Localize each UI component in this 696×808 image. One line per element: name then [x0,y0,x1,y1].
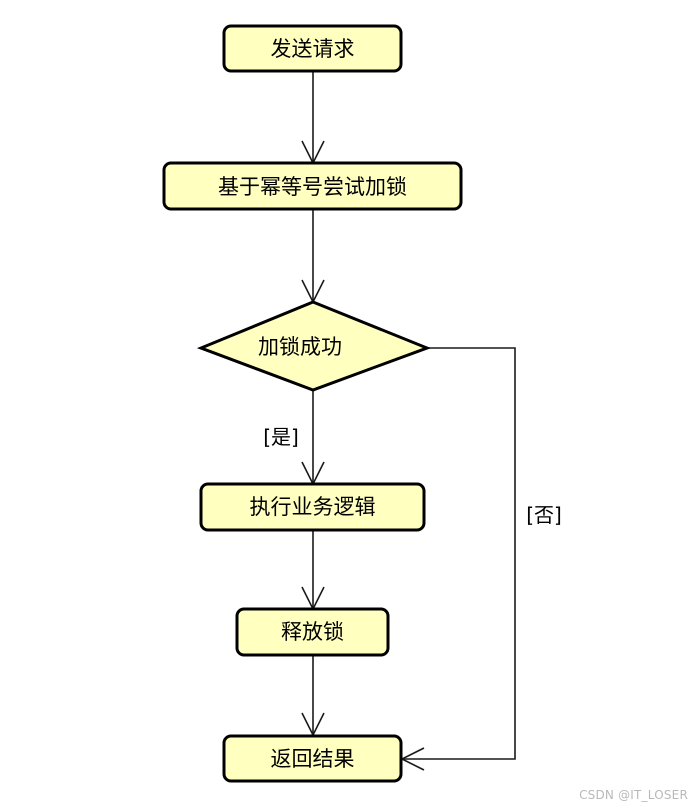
node-exec-business: 执行业务逻辑 [199,482,426,532]
node-release-lock-label: 释放锁 [281,620,344,644]
decision-lock-success-label: 加锁成功 [258,335,342,359]
watermark: CSDN @IT_LOSER [579,788,688,802]
node-exec-business-label: 执行业务逻辑 [250,495,376,519]
edge-label-no: [否] [526,503,562,527]
node-try-lock: 基于幂等号尝试加锁 [162,161,463,211]
edge-label-yes: [是] [263,425,299,449]
node-return-result: 返回结果 [222,734,403,783]
node-send-request: 发送请求 [222,24,403,73]
node-return-result-label: 返回结果 [271,747,355,771]
edge-no-to-result [402,347,516,760]
decision-lock-success: 加锁成功 [196,300,432,392]
node-try-lock-label: 基于幂等号尝试加锁 [218,175,407,199]
node-release-lock: 释放锁 [235,607,390,657]
node-send-request-label: 发送请求 [271,37,355,61]
